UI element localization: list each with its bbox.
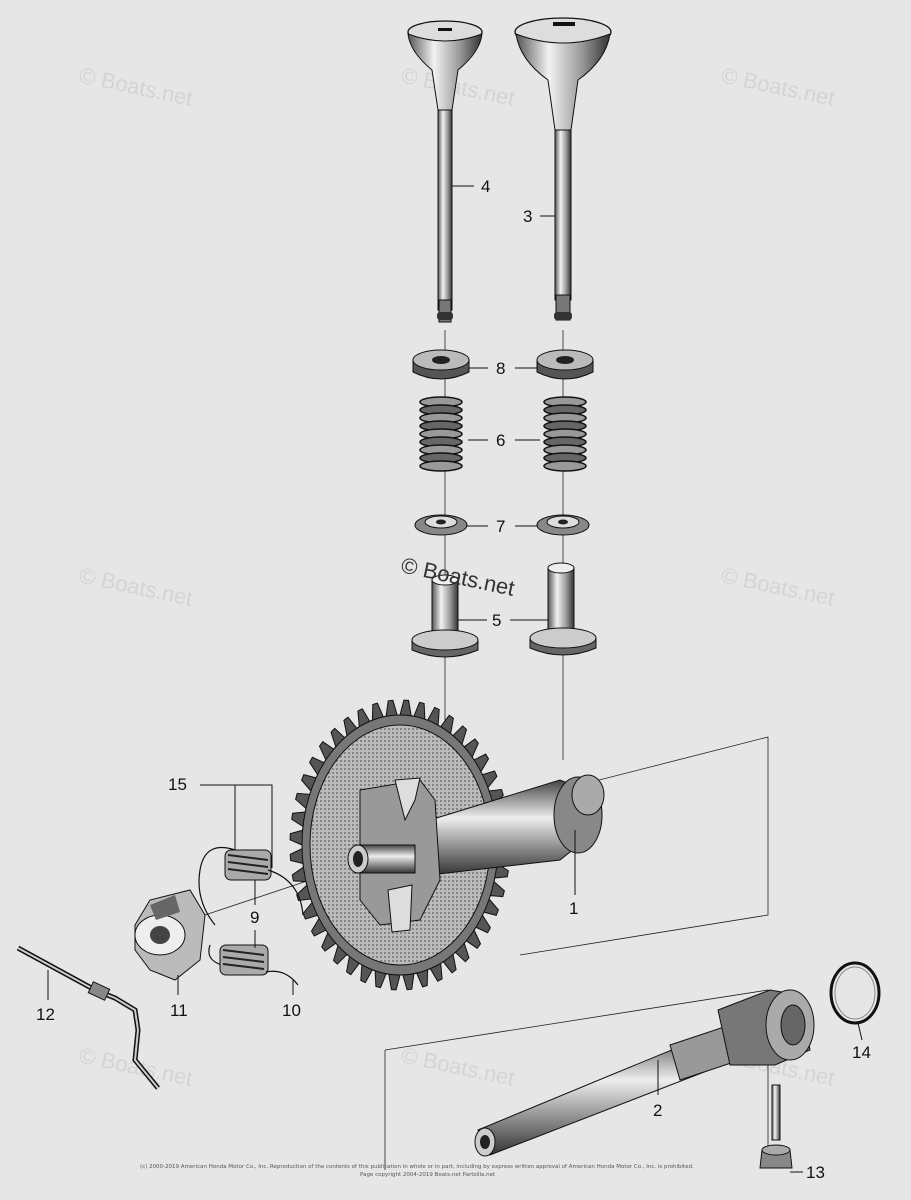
- callout-2: 2: [653, 1101, 662, 1120]
- callout-12: 12: [36, 1005, 55, 1024]
- callout-leader-lines: [47, 185, 863, 1173]
- valve-spring-left: [419, 396, 463, 472]
- valve-keeper-right: [536, 514, 590, 536]
- callout-1: 1: [569, 899, 578, 918]
- valve-keeper-left: [414, 514, 468, 536]
- callout-6: 6: [496, 431, 505, 450]
- camshaft-assembly: [289, 699, 605, 991]
- crankshaft: [474, 989, 815, 1157]
- governor-holder: [134, 889, 206, 981]
- callout-3: 3: [523, 207, 532, 226]
- valve-spring-right: [543, 396, 587, 472]
- governor-weight-lower: [208, 944, 299, 986]
- watermark: © Boats.net: [719, 562, 837, 610]
- watermark: © Boats.net: [719, 62, 837, 110]
- copyright-footer: (c) 2000-2019 American Honda Motor Co., …: [140, 1164, 694, 1170]
- governor-shaft: [16, 945, 160, 1090]
- bolt: [759, 1084, 793, 1169]
- spring-retainer-right: [536, 349, 594, 380]
- watermark: © Boats.net: [399, 1042, 517, 1090]
- callout-labels: 1 2 3 4 5 6 7 8 9 10 11 12 13 14 15: [36, 177, 871, 1182]
- valve-intake: [514, 17, 612, 321]
- copyright-footer-2: Page copyright 2004-2019 Boats.net Partz…: [360, 1172, 496, 1178]
- callout-8: 8: [496, 359, 505, 378]
- callout-11: 11: [170, 1001, 188, 1020]
- callout-10: 10: [282, 1001, 301, 1020]
- o-ring: [829, 961, 881, 1025]
- valve-lifter-left: [411, 574, 479, 658]
- watermark: © Boats.net: [77, 562, 195, 610]
- callout-9: 9: [250, 908, 259, 927]
- callout-4: 4: [481, 177, 490, 196]
- callout-14: 14: [852, 1043, 871, 1062]
- callout-15: 15: [168, 775, 187, 794]
- callout-5: 5: [492, 611, 501, 630]
- governor-weight-upper: [198, 846, 304, 926]
- valve-lifter-right: [529, 562, 597, 656]
- valve-exhaust: [407, 20, 483, 323]
- watermark: © Boats.net: [77, 62, 195, 110]
- callout-7: 7: [496, 517, 505, 536]
- callout-13: 13: [806, 1163, 825, 1182]
- spring-retainer-left: [412, 349, 470, 380]
